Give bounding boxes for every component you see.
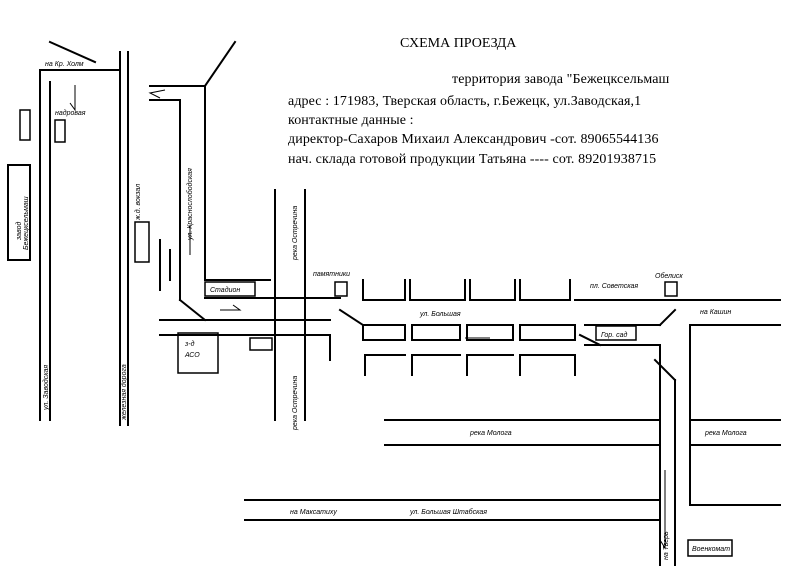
- label-tver: на Тверь: [663, 531, 670, 560]
- label-maksatikha: на Максатиху: [290, 509, 337, 516]
- label-bolshaya-shtabskaya: ул. Большая Штабская: [409, 508, 487, 516]
- label-voenkomat: Военкомат: [692, 546, 730, 553]
- voenkomat-building: [687, 539, 733, 557]
- label-zd: з-д: [184, 340, 195, 348]
- label-bolshaya: ул. Большая: [419, 311, 461, 318]
- label-obelisk: Обелиск: [655, 272, 683, 280]
- road-lines: [39, 40, 781, 566]
- warehouse-contact: нач. склада готовой продукции Татьяна --…: [288, 152, 657, 167]
- director-contact: директор-Сахаров Михаил Александрович -с…: [288, 132, 659, 147]
- railway-station-building: [134, 221, 150, 263]
- stadium-building: [204, 281, 256, 297]
- map-labels: на Кр. Холм надровая завод Бежецксельмаш…: [15, 61, 747, 560]
- label-nadrovaya: надровая: [55, 109, 86, 117]
- address-line: адрес : 171983, Тверская область, г.Беже…: [288, 94, 642, 109]
- label-kashin: на Кашин: [700, 309, 731, 316]
- buildings: [7, 109, 733, 557]
- label-stadium: Стадион: [210, 286, 240, 294]
- label-railway-line: железная дорога: [120, 364, 128, 421]
- city-garden-building: [595, 325, 637, 341]
- factory-building: [7, 164, 31, 261]
- obelisk-marker: [664, 281, 678, 297]
- aso-building: [177, 332, 219, 374]
- label-ostrechina-bottom: река Остречина: [292, 376, 299, 431]
- label-monument: памятники: [313, 271, 350, 278]
- label-mologa-left: река Молога: [469, 430, 512, 437]
- label-zavod-2: Бежецксельмаш: [23, 196, 30, 250]
- label-zavod-1: завод: [15, 222, 23, 241]
- contacts-label: контактные данные :: [288, 113, 414, 128]
- label-sovetskaya: пл. Советская: [590, 283, 638, 290]
- label-aso: АСО: [184, 352, 200, 359]
- label-railway-station: ж.д. вокзал: [134, 184, 142, 221]
- label-mologa-right: река Молога: [704, 430, 747, 437]
- label-gor-sad: Гор. сад: [601, 331, 627, 339]
- label-kr-gora: на Кр. Холм: [45, 61, 84, 68]
- label-zavodskaya: ул. Заводская: [42, 365, 50, 411]
- monument-marker: [334, 281, 348, 297]
- label-ostrechina-top: река Остречина: [292, 206, 299, 261]
- route-arrows: [39, 85, 666, 550]
- map-title: СХЕМА ПРОЕЗДА: [400, 36, 517, 51]
- label-krasnoslobodskaya: ул. Краснослободская: [186, 168, 194, 241]
- territory-line: территория завода "Бежецксельмаш: [452, 72, 670, 87]
